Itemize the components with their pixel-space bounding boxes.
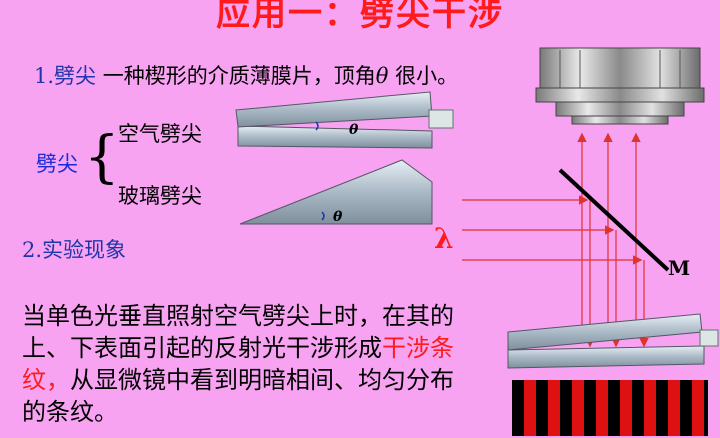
paragraph-highlight: 干涉条纹， <box>22 334 454 394</box>
air-wedge-label: 空气劈尖 <box>118 122 202 146</box>
glass-wedge-theta: θ <box>333 209 343 225</box>
item2-heading: 2.实验现象 <box>22 238 127 262</box>
glass-wedge-diagram: θ <box>239 159 433 225</box>
page-title: 应用一：劈尖干涉 <box>216 0 504 34</box>
incident-rays <box>462 132 649 348</box>
spacer-icon <box>428 109 454 129</box>
item1-term: 劈尖 <box>54 64 97 88</box>
microscope-objective <box>535 47 705 125</box>
paragraph-part2: 从显微镜中看到明暗相间、均匀分布的条纹。 <box>22 366 454 426</box>
brace-icon: { <box>84 125 120 190</box>
lambda-symbol: λ <box>434 222 454 255</box>
item1-number: 1. <box>34 64 55 88</box>
item1-tail: 很小。 <box>395 64 459 88</box>
sample-wedge <box>507 313 719 369</box>
wedge-group-label: 劈尖 <box>36 152 78 176</box>
air-wedge-diagram: θ <box>235 91 454 149</box>
definition-line: 1.劈尖 一种楔形的介质薄膜片，顶角θ 很小。 <box>34 60 458 90</box>
glass-wedge-label: 玻璃劈尖 <box>118 184 202 208</box>
paragraph-part1: 当单色光垂直照射空气劈尖上时，在其的上、下表面引起的反射光干涉形成 <box>22 302 454 362</box>
interference-fringes <box>512 380 708 436</box>
mirror-label: M <box>668 256 691 280</box>
item1-theta: θ <box>375 64 389 88</box>
explanation-paragraph: 当单色光垂直照射空气劈尖上时，在其的上、下表面引起的反射光干涉形成干涉条纹，从显… <box>22 300 462 428</box>
item1-definition: 一种楔形的介质薄膜片，顶角 <box>102 64 376 88</box>
air-wedge-theta: θ <box>349 122 359 138</box>
mirror-m <box>558 168 670 272</box>
